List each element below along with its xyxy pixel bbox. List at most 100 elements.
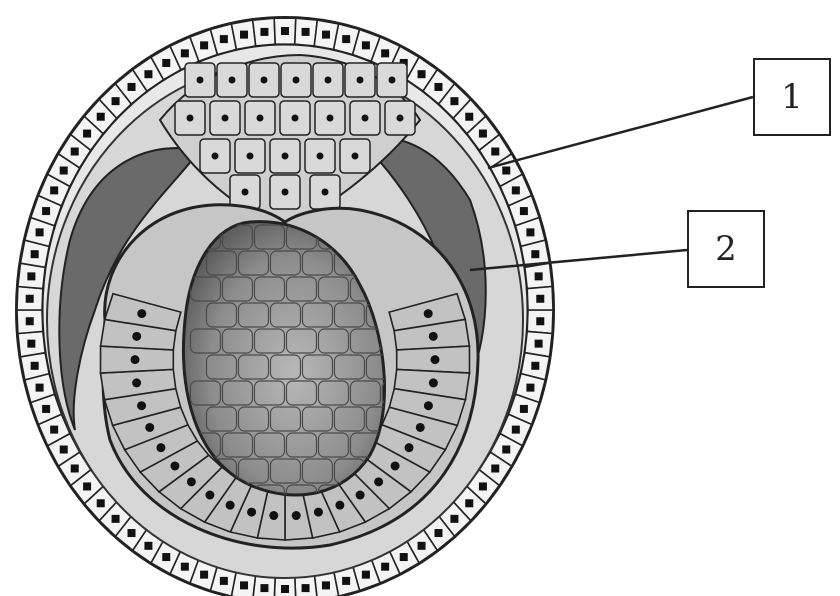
- cell-nucleus: [491, 148, 499, 156]
- cell-nucleus: [418, 70, 426, 78]
- cell-nucleus: [418, 542, 426, 550]
- cell-nucleus: [27, 272, 35, 280]
- cell-nucleus: [281, 27, 289, 35]
- cell-nucleus: [50, 426, 58, 434]
- cell-nucleus: [531, 250, 539, 258]
- cell-nucleus: [200, 41, 208, 49]
- cell-nucleus: [512, 186, 520, 194]
- cell-nucleus: [526, 228, 534, 236]
- label-1-text: 1: [781, 77, 803, 117]
- cell-nucleus: [144, 70, 152, 78]
- cell-nucleus: [145, 423, 154, 432]
- cell-nucleus: [42, 405, 50, 413]
- cell-nucleus: [132, 378, 141, 387]
- cell-nucleus: [162, 553, 170, 561]
- cell-nucleus: [220, 577, 228, 585]
- cell-nucleus: [491, 464, 499, 472]
- cell-nucleus: [362, 571, 370, 579]
- cell-nucleus: [36, 384, 44, 392]
- cell-nucleus: [416, 423, 425, 432]
- cell-nucleus: [50, 186, 58, 194]
- cell-nucleus: [226, 501, 235, 510]
- cell-nucleus: [430, 355, 439, 364]
- cell-nucleus: [293, 77, 300, 84]
- cell-nucleus: [222, 115, 229, 122]
- cell-nucleus: [187, 477, 196, 486]
- cell-nucleus: [282, 153, 289, 160]
- cell-nucleus: [526, 384, 534, 392]
- cell-nucleus: [26, 295, 34, 303]
- cell-nucleus: [302, 584, 310, 592]
- cell-nucleus: [112, 515, 120, 523]
- cell-nucleus: [220, 35, 228, 43]
- cell-nucleus: [261, 77, 268, 84]
- cell-nucleus: [242, 189, 249, 196]
- cell-nucleus: [247, 508, 256, 517]
- cell-nucleus: [187, 115, 194, 122]
- cell-nucleus: [357, 77, 364, 84]
- cell-nucleus: [112, 97, 120, 105]
- label-2-text: 2: [715, 229, 737, 269]
- cell-nucleus: [97, 499, 105, 507]
- cell-nucleus: [137, 401, 146, 410]
- cell-nucleus: [314, 508, 323, 517]
- cell-nucleus: [381, 563, 389, 571]
- cell-nucleus: [162, 59, 170, 67]
- label-box-2: 2: [687, 210, 765, 288]
- cell-nucleus: [197, 77, 204, 84]
- cell-nucleus: [71, 464, 79, 472]
- cell-nucleus: [260, 584, 268, 592]
- cell-nucleus: [400, 553, 408, 561]
- cell-nucleus: [282, 189, 289, 196]
- cell-nucleus: [322, 31, 330, 39]
- cell-nucleus: [325, 77, 332, 84]
- cell-nucleus: [434, 529, 442, 537]
- cell-nucleus: [170, 461, 179, 470]
- cell-nucleus: [292, 511, 301, 520]
- cell-nucleus: [181, 563, 189, 571]
- cell-nucleus: [97, 113, 105, 121]
- cell-nucleus: [322, 189, 329, 196]
- cell-nucleus: [60, 446, 68, 454]
- cell-nucleus: [389, 77, 396, 84]
- cell-nucleus: [450, 97, 458, 105]
- cell-nucleus: [479, 130, 487, 138]
- cell-nucleus: [405, 443, 414, 452]
- cell-nucleus: [229, 77, 236, 84]
- cell-nucleus: [397, 115, 404, 122]
- cell-nucleus: [257, 115, 264, 122]
- cell-nucleus: [60, 167, 68, 175]
- cell-nucleus: [144, 542, 152, 550]
- leader-line-1: [488, 97, 753, 168]
- cell-nucleus: [465, 113, 473, 121]
- cell-nucleus: [205, 491, 214, 500]
- cell-nucleus: [156, 443, 165, 452]
- cell-nucleus: [374, 477, 383, 486]
- cell-nucleus: [335, 501, 344, 510]
- label-box-1: 1: [753, 58, 831, 136]
- cell-nucleus: [132, 332, 141, 341]
- cell-nucleus: [281, 585, 289, 593]
- cell-nucleus: [317, 153, 324, 160]
- cell-nucleus: [27, 340, 35, 348]
- cell-nucleus: [356, 491, 365, 500]
- cell-nucleus: [424, 309, 433, 318]
- cell-nucleus: [520, 207, 528, 215]
- cell-nucleus: [502, 446, 510, 454]
- cell-nucleus: [260, 28, 268, 36]
- cell-nucleus: [128, 83, 136, 91]
- cell-nucleus: [352, 153, 359, 160]
- cell-nucleus: [531, 362, 539, 370]
- cell-nucleus: [31, 362, 39, 370]
- cell-nucleus: [479, 482, 487, 490]
- cell-nucleus: [512, 426, 520, 434]
- cell-nucleus: [536, 295, 544, 303]
- cell-nucleus: [26, 317, 34, 325]
- cell-nucleus: [535, 340, 543, 348]
- cell-nucleus: [247, 153, 254, 160]
- cell-nucleus: [302, 28, 310, 36]
- cell-nucleus: [520, 405, 528, 413]
- cell-nucleus: [83, 482, 91, 490]
- cell-nucleus: [322, 581, 330, 589]
